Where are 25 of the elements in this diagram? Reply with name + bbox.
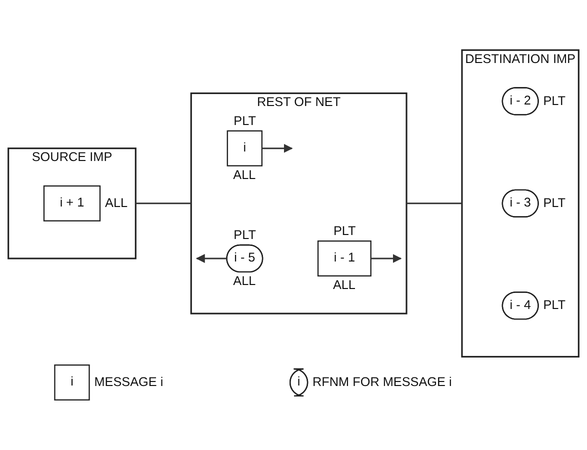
- oval-node: i: [289, 368, 308, 397]
- node-caption: RFNM FOR MESSAGE i: [312, 376, 452, 389]
- node-caption: PLT: [543, 94, 566, 108]
- node-caption: ALL: [233, 168, 256, 182]
- process-box: i: [226, 130, 263, 166]
- node-caption: PLT: [333, 225, 356, 238]
- process-box: i + 1: [43, 185, 101, 222]
- arrow: [370, 254, 402, 263]
- node-caption: ALL: [332, 278, 356, 292]
- node-caption: MESSAGE i: [94, 376, 164, 389]
- arrow: [262, 144, 293, 153]
- node-caption: ALL: [105, 196, 128, 210]
- node-caption: PLT: [234, 229, 256, 242]
- connector-line: [406, 202, 462, 204]
- oval-node: i - 2: [502, 87, 539, 116]
- process-box: i - 1: [317, 240, 372, 276]
- node-caption: PLT: [543, 299, 566, 312]
- oval-node: i - 4: [502, 292, 539, 320]
- connector-line: [136, 202, 192, 204]
- process-box: i: [54, 364, 90, 401]
- node-caption: PLT: [543, 196, 566, 210]
- arrow: [196, 254, 227, 263]
- node-caption: PLT: [234, 114, 256, 128]
- node-caption: ALL: [233, 274, 256, 288]
- oval-node: i - 3: [502, 189, 539, 218]
